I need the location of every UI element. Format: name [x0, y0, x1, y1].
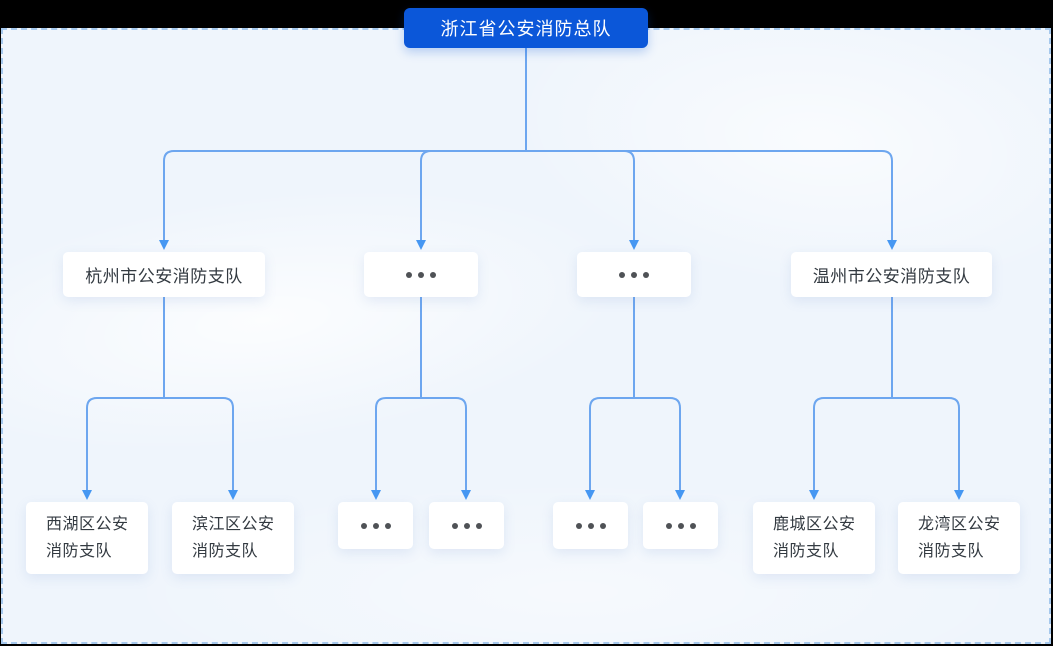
background-wave [3, 144, 657, 496]
leaf-node-ellipsis-1[interactable] [338, 502, 413, 549]
leaf-node-label: 西湖区公安消防支队 [46, 516, 129, 560]
branch-node-ellipsis-2[interactable] [577, 252, 691, 297]
branch-node-wenzhou[interactable]: 温州市公安消防支队 [791, 252, 992, 297]
leaf-node-label: 滨江区公安消防支队 [192, 516, 275, 560]
leaf-node-lucheng[interactable]: 鹿城区公安消防支队 [753, 502, 875, 574]
org-chart-canvas [1, 28, 1051, 644]
leaf-node-label: 龙湾区公安消防支队 [918, 516, 1001, 560]
ellipsis-icon [575, 522, 606, 529]
branch-node-ellipsis-1[interactable] [364, 252, 478, 297]
root-node-label: 浙江省公安消防总队 [440, 19, 612, 39]
leaf-node-binjiang[interactable]: 滨江区公安消防支队 [172, 502, 294, 574]
branch-node-label: 温州市公安消防支队 [812, 267, 971, 286]
leaf-node-longwan[interactable]: 龙湾区公安消防支队 [898, 502, 1020, 574]
leaf-node-xihu[interactable]: 西湖区公安消防支队 [26, 502, 148, 574]
ellipsis-icon [406, 271, 436, 278]
ellipsis-icon [665, 522, 696, 529]
ellipsis-icon [451, 522, 482, 529]
branch-node-label: 杭州市公安消防支队 [85, 267, 243, 286]
leaf-node-ellipsis-2[interactable] [429, 502, 504, 549]
branch-node-hangzhou[interactable]: 杭州市公安消防支队 [63, 252, 265, 297]
leaf-node-ellipsis-3[interactable] [553, 502, 628, 549]
leaf-node-label: 鹿城区公安消防支队 [773, 516, 856, 560]
ellipsis-icon [619, 271, 649, 278]
ellipsis-icon [360, 522, 391, 529]
root-node-zhejiang-fire-corps[interactable]: 浙江省公安消防总队 [404, 8, 648, 48]
leaf-node-ellipsis-4[interactable] [643, 502, 718, 549]
